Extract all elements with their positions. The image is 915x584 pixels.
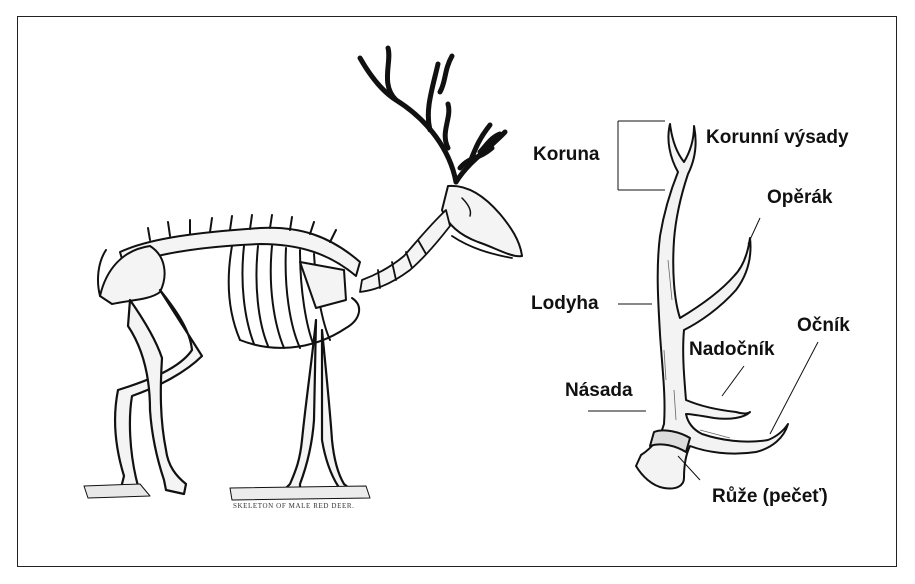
- skeleton-caption: SKELETON OF MALE RED DEER.: [233, 502, 354, 510]
- koruna-bracket: [618, 121, 665, 190]
- antler-diagram: [588, 121, 818, 489]
- label-ocnik: Očník: [797, 315, 850, 337]
- label-lodyha: Lodyha: [531, 293, 599, 315]
- hind-legs: [115, 290, 202, 494]
- leader-lines: [588, 121, 818, 480]
- label-ruze: Růže (pečeť): [712, 486, 828, 508]
- label-operak: Opěrák: [767, 187, 832, 209]
- label-koruna: Koruna: [533, 144, 600, 166]
- neck-vertebrae: [360, 210, 450, 292]
- skeleton-antlers: [360, 48, 505, 182]
- pelvis: [100, 246, 165, 304]
- label-nadocnik: Nadočník: [689, 339, 775, 361]
- skull: [442, 186, 522, 256]
- deer-skeleton: [84, 48, 522, 500]
- label-nasada: Násada: [565, 380, 633, 402]
- label-korunni-vysady: Korunní výsady: [706, 127, 849, 149]
